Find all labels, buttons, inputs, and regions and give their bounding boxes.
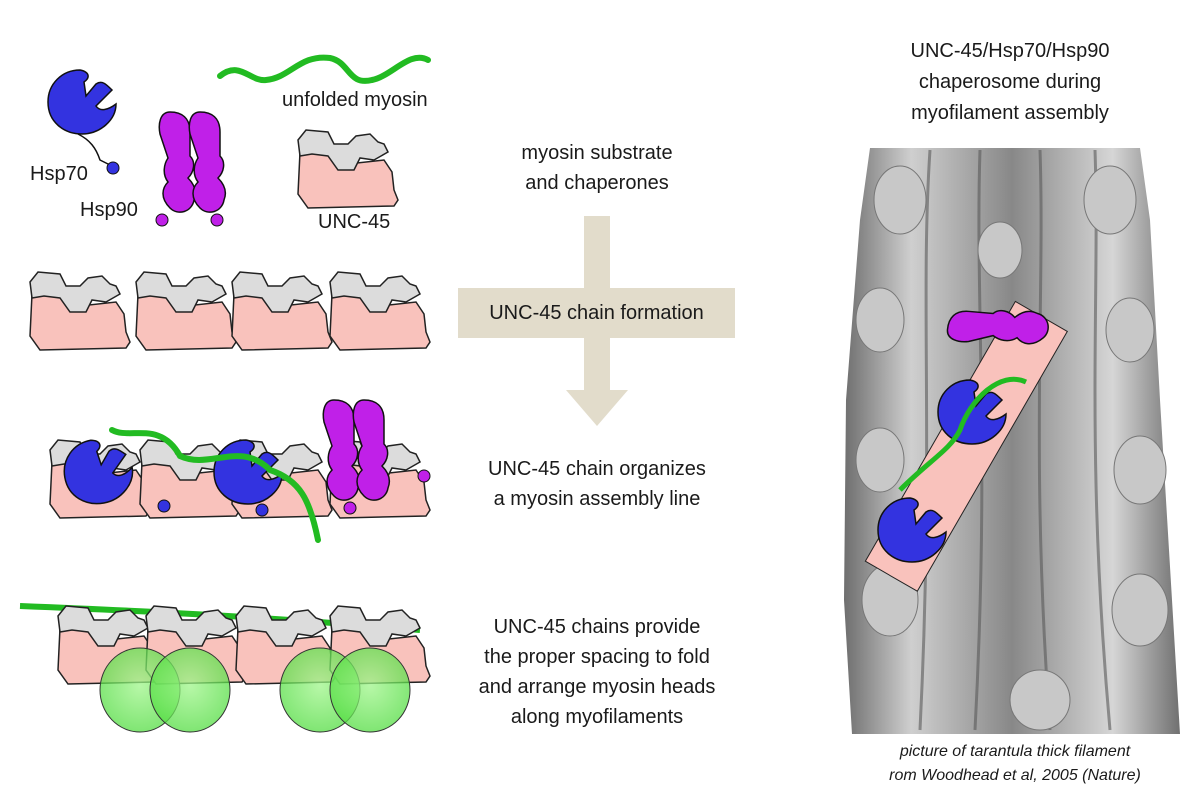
- hsp70-label: Hsp70: [30, 163, 88, 185]
- unc45-chain: [29, 271, 431, 351]
- step1-text: myosin substrate and chaperones: [521, 142, 673, 194]
- thick-filament-image: [844, 148, 1180, 734]
- unc45-monomer: [297, 129, 399, 209]
- right-panel-title: UNC-45/Hsp70/Hsp90 chaperosome during my…: [910, 40, 1110, 124]
- hsp90-label: Hsp90: [80, 199, 138, 221]
- step3-text: UNC-45 chain organizes a myosin assembly…: [488, 458, 706, 510]
- assembly-line: [49, 399, 431, 543]
- step4-text: UNC-45 chains provide the proper spacing…: [478, 616, 716, 728]
- hsp70-monomer: [47, 69, 120, 175]
- hsp90-dimer: [155, 111, 227, 227]
- unfolded-myosin-label: unfolded myosin: [282, 89, 428, 111]
- arrow-label: UNC-45 chain formation: [458, 288, 735, 338]
- arranged-heads: [19, 603, 431, 733]
- image-credit: picture of tarantula thick filament rom …: [889, 743, 1141, 784]
- unc45-label: UNC-45: [318, 211, 391, 233]
- unfolded-myosin-strand: [217, 54, 431, 84]
